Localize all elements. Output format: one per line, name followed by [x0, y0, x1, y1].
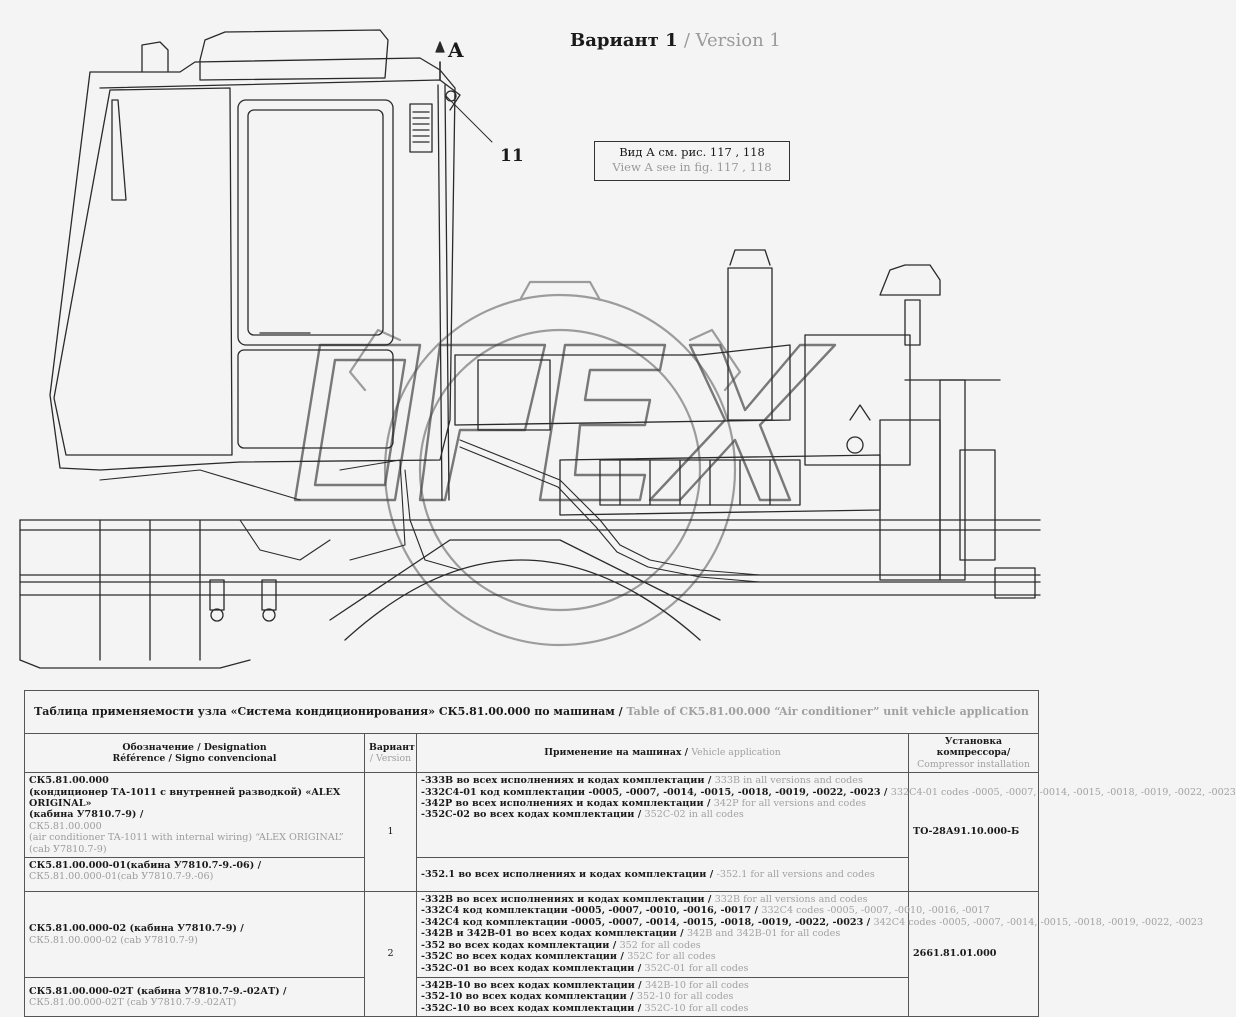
tractor-assembly-drawing [19, 29, 1041, 669]
header-compressor-en: Compressor installation [917, 758, 1030, 770]
application-line: -342В-10 во всех кодах комплектации / 34… [421, 980, 749, 992]
compressor-cell: 2661.81.01.000 [908, 891, 1039, 1017]
watermark-gear [348, 280, 742, 647]
application-line: -352-10 во всех кодах комплектации / 352… [421, 991, 734, 1003]
header-application: Применение на машинах / Vehicle applicat… [416, 732, 909, 774]
application-cell: -332В во всех исполнениях и кодах компле… [416, 891, 1204, 979]
header-compressor-ru: Установка компрессора/ [936, 736, 1011, 759]
view-reference-note: Вид А см. рис. 117 , 118 View A see in f… [594, 141, 790, 181]
header-application-en: Vehicle application [691, 747, 781, 759]
application-cell: -333В во всех исполнениях и кодах компле… [416, 772, 1236, 859]
table-row: СК5.81.00.000-02Т (кабина У7810.7-9.-02А… [24, 977, 1039, 1017]
designation-cell: СК5.81.00.000-02Т (кабина У7810.7-9.-02А… [24, 977, 365, 1017]
application-line: -352С-01 во всех кодах комплектации / 35… [421, 962, 749, 974]
designation-cell: СК5.81.00.000 (кондиционер ТА-1011 с вну… [24, 772, 365, 859]
application-line: -352С-10 во всех кодах комплектации / 35… [421, 1002, 749, 1014]
caption-en: Table of CK5.81.00.000 “Air conditioner”… [626, 705, 1029, 719]
ac-hoses [99, 439, 901, 583]
application-line: -352С во всех кодах комплектации / 352C … [421, 951, 716, 963]
designation-line: СК5.81.00.000-02 (кабина У7810.7-9) / [29, 923, 244, 935]
application-line: -342С4 код комплектации -0005, -0007, -0… [421, 916, 1204, 928]
variant-title: Вариант 1 / Version 1 [570, 30, 781, 51]
header-designation-ru: Обозначение / Designation [122, 741, 267, 753]
frame-and-tracks [19, 519, 1041, 669]
table-row: СК5.81.00.000-01(кабина У7810.7-9.-06) /… [24, 857, 1039, 893]
designation-line: (кондиционер ТА-1011 с внутренней развод… [29, 786, 341, 810]
designation-line-en: СК5.81.00.000-02Т (cab У7810.7-9.-02АТ) [29, 997, 237, 1009]
engine-hood [454, 249, 1001, 581]
header-compressor: Установка компрессора/ Compressor instal… [908, 732, 1039, 774]
designation-line-en: СК5.81.00.000 [29, 820, 102, 832]
application-table: Таблица применяемости узла «Система конд… [24, 690, 1236, 1017]
caption-ru: Таблица применяемости узла «Система конд… [34, 705, 623, 719]
application-line: -352.1 во всех исполнениях и кодах компл… [421, 868, 875, 880]
callout-number: 11 [500, 146, 524, 166]
variant-cell: 2 [364, 891, 417, 1017]
header-designation: Обозначение / Designation Référence / Si… [24, 732, 365, 774]
application-line: -352 во всех кодах комплектации / 352 fo… [421, 939, 701, 951]
application-line: -352С-02 во всех кодах комплектации / 35… [421, 809, 744, 821]
application-cell: -342В-10 во всех кодах комплектации / 34… [416, 977, 909, 1017]
application-line: -342В и 342В-01 во всех кодах комплектац… [421, 928, 841, 940]
designation-line: СК5.81.00.000-01(кабина У7810.7-9.-06) / [29, 860, 262, 872]
variant-cell: 1 [364, 772, 417, 893]
designation-line-en: СК5.81.00.000-01(cab У7810.7-9.-06) [29, 871, 214, 883]
header-variant-en: / Version [369, 753, 412, 765]
designation-line-en: (air conditioner TA-1011 with internal w… [29, 832, 344, 844]
header-application-ru: Применение на машинах / [544, 747, 689, 759]
application-line: -333В во всех исполнениях и кодах компле… [421, 775, 863, 787]
designation-line: (кабина У7810.7-9) / [29, 809, 144, 821]
compressor-cell: ТО-28А91.10.000-Б [908, 772, 1039, 893]
designation-line-en: (cab У7810.7-9) [29, 843, 107, 855]
application-cell: -352.1 во всех исполнениях и кодах компл… [416, 857, 909, 893]
variant-title-en: / Version 1 [683, 30, 781, 51]
application-line: -332С4 код комплектации -0005, -0007, -0… [421, 905, 990, 917]
watermark-letters [293, 343, 837, 502]
application-line: -342Р во всех исполнениях и кодах компле… [421, 798, 867, 810]
application-line: -332С4-01 код комплектации -0005, -0007,… [421, 786, 1236, 798]
table-caption: Таблица применяемости узла «Система конд… [24, 690, 1039, 734]
designation-line: СК5.81.00.000 [29, 775, 109, 787]
designation-line-en: СК5.81.00.000-02 (cab У7810.7-9) [29, 934, 198, 946]
designation-cell: СК5.81.00.000-02 (кабина У7810.7-9) / СК… [24, 891, 365, 979]
table-row: СК5.81.00.000-02 (кабина У7810.7-9) / СК… [24, 891, 1204, 1017]
view-note-ru: Вид А см. рис. 117 , 118 [619, 145, 765, 159]
table-row: СК5.81.00.000 (кондиционер ТА-1011 с вну… [24, 772, 1236, 893]
designation-cell: СК5.81.00.000-01(кабина У7810.7-9.-06) /… [24, 857, 365, 893]
application-line: -332В во всех исполнениях и кодах компле… [421, 894, 868, 906]
designation-line: СК5.81.00.000-02Т (кабина У7810.7-9.-02А… [29, 985, 287, 997]
cab-outline [49, 29, 493, 501]
header-variant-ru: Вариант [369, 741, 415, 753]
variant-title-ru: Вариант 1 [570, 30, 678, 51]
header-designation-fr: Référence / Signo convencional [112, 753, 277, 765]
view-note-en: View A see in fig. 117 , 118 [612, 160, 772, 174]
header-variant: Вариант / Version [364, 732, 417, 774]
view-arrow-label: A [448, 38, 464, 62]
